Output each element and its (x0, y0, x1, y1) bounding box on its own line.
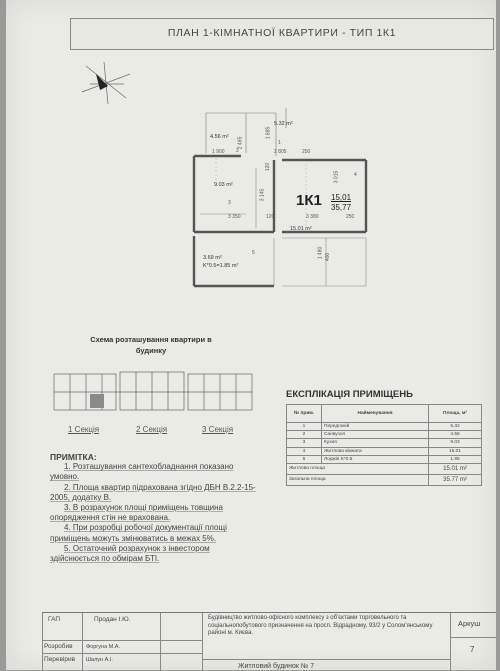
section-3-label: 3 Секція (202, 425, 234, 434)
sheet-label: Аркуш (458, 619, 481, 628)
floor-plan (192, 108, 368, 288)
row-number: 4 (286, 446, 322, 456)
note-item: 5. Остаточний розрахунок з інвестором зд… (50, 543, 210, 564)
loggia-area: 3.69 m² (203, 255, 222, 261)
document-sheet: ПЛАН 1-КІМНАТНОЇ КВАРТИРИ - ТИП 1К1 (6, 0, 496, 671)
row-number: 1 (286, 421, 322, 432)
note-item: 4. При розробці робочої документації пло… (50, 523, 227, 543)
total-area-label: Загальна площа (286, 473, 429, 486)
dim-2465: 2 465 (237, 136, 244, 150)
bath-number: 2 (236, 148, 239, 154)
note-item: 2. Площа квартир підрахована згідно ДБН … (50, 482, 256, 502)
living-area-label: Житлова площа (286, 462, 429, 475)
table-header-row: № прим. Найменування Площа, м² (286, 404, 482, 423)
title-bar: ПЛАН 1-КІМНАТНОЇ КВАРТИРИ - ТИП 1К1 (70, 18, 494, 50)
row-number: 5 (286, 454, 322, 464)
row-number: 3 (286, 438, 322, 448)
dim-1900: 1 900 (212, 149, 225, 155)
dim-120-bottom: 120 (266, 214, 275, 220)
col-name-header: Найменування (321, 404, 429, 423)
loggia-coefficient: K*0.5=1.85 m² (203, 263, 239, 269)
row-name: Санвузол (321, 430, 429, 440)
sheet-number: 7 (470, 645, 475, 654)
notes-title: ПРИМІТКА: (50, 452, 97, 462)
notes-block: ПРИМІТКА: 1. Розташування сантехобладнан… (50, 452, 260, 564)
grand-total-row: Загальна площа 35.77 m² (286, 473, 482, 486)
apartment-living-area: 15,01 (331, 193, 352, 202)
table-row: 4 Житлова кімната 15.01 (286, 446, 482, 456)
col-area-header: Площа, м² (428, 404, 482, 423)
gap-name: Продан І.Ю. (94, 616, 131, 623)
checker-name: Шалун А.І. (86, 657, 113, 663)
checker-role: Перевірив (44, 656, 76, 663)
dim-400: 400 (325, 252, 332, 262)
row-area: 1.85 (428, 454, 482, 464)
hall-area: 5.32 m² (274, 121, 293, 127)
compass-icon (81, 61, 131, 105)
dim-3015: 3 015 (333, 170, 340, 184)
hall-number: 1 (278, 140, 281, 146)
note-item: 1. Розташування сантехобладнання показан… (50, 462, 234, 482)
note-item: 3. В розрахунок площі приміщень товщина … (50, 503, 224, 523)
living-number: 4 (354, 172, 357, 178)
title-block: ГАП Продан І.Ю. Розробив Форгуна М.А. Пе… (42, 612, 496, 671)
developer-name: Форгуна М.А. (86, 644, 120, 650)
col-number-header: № прим. (286, 404, 322, 423)
living-area: 15.01 m² (290, 226, 312, 232)
developer-role: Розробив (44, 643, 73, 650)
apartment-type: 1К1 (296, 192, 322, 209)
dim-2805: 2 805 (274, 149, 287, 155)
scheme-title: Схема розташування квартири в будинку (90, 335, 212, 355)
building-scheme (53, 371, 253, 411)
row-name: Житлова кімната (321, 446, 429, 456)
living-total-row: Житлова площа 15.01 m² (286, 462, 482, 475)
table-row: 1 Передпокій 5.32 (286, 421, 482, 432)
kitchen-number: 3 (228, 200, 231, 206)
table-row: 5 Лоджія K*0.5 1.85 (286, 454, 482, 464)
table-row: 3 Кухня 9.03 (286, 438, 482, 448)
bath-area: 4.56 m² (210, 134, 229, 140)
row-name: Кухня (321, 438, 429, 448)
section-2-label: 2 Секція (136, 425, 168, 434)
row-number: 2 (286, 430, 322, 440)
dim-3350: 3 350 (228, 214, 241, 220)
dim-1480: 1 480 (317, 246, 324, 260)
explication-table: № прим. Найменування Площа, м² 1 Передпо… (286, 404, 482, 486)
section-1-label: 1 Секція (68, 425, 100, 434)
row-area: 4.56 (428, 430, 482, 440)
kitchen-area: 9.03 m² (214, 182, 233, 188)
apartment-total-area: 35,77 (331, 203, 352, 212)
dim-250-top: 250 (302, 149, 311, 155)
row-area: 15.01 (428, 446, 482, 456)
page-title: ПЛАН 1-КІМНАТНОЇ КВАРТИРИ - ТИП 1К1 (167, 27, 397, 39)
table-row: 2 Санвузол 4.56 (286, 430, 482, 440)
total-area-value: 35.77 m² (428, 473, 482, 486)
dim-3380: 3 380 (306, 214, 319, 220)
living-area-value: 15.01 m² (428, 462, 482, 475)
dim-3145: 3 145 (259, 188, 266, 202)
project-description: Будівництво житлово-офісного комплексу з… (208, 615, 433, 637)
dim-1885: 1 885 (265, 126, 272, 140)
dim-250-right: 250 (346, 214, 355, 220)
gap-role: ГАП (48, 616, 61, 623)
loggia-number: 5 (252, 250, 255, 256)
row-name: Передпокій (321, 421, 429, 432)
row-area: 5.32 (428, 421, 482, 432)
row-name: Лоджія K*0.5 (321, 454, 429, 464)
dim-120-vertical: 120 (265, 162, 272, 172)
building-name: Житловий будинок № 7 (238, 663, 315, 670)
row-area: 9.03 (428, 438, 482, 448)
explication-title: ЕКСПЛІКАЦІЯ ПРИМІЩЕНЬ (286, 389, 413, 400)
